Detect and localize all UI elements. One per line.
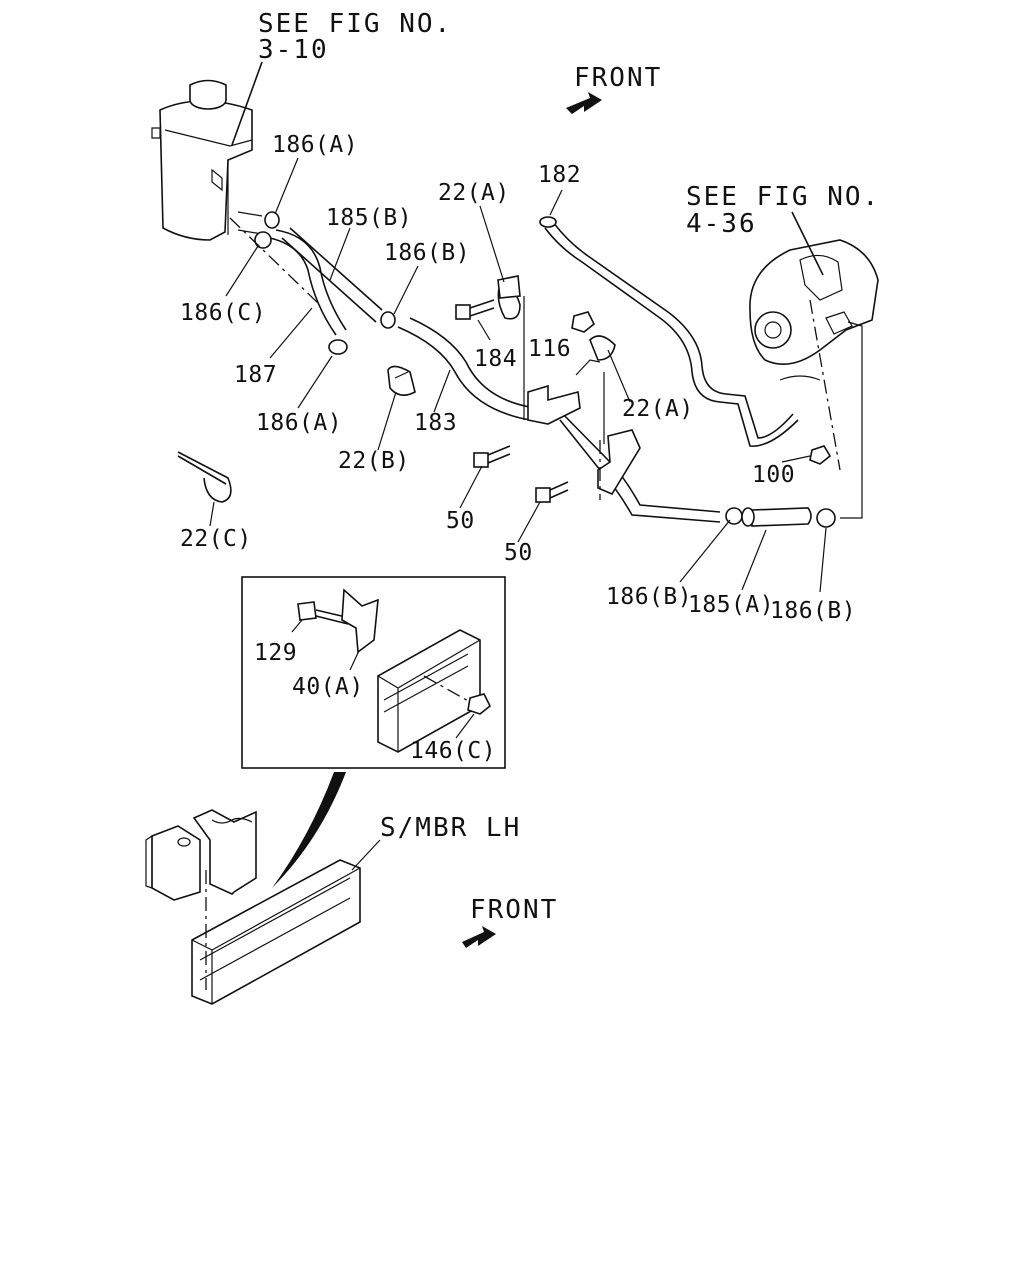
leader-see-fig-a: [231, 61, 263, 146]
label-116: 116: [528, 336, 571, 362]
nut-116: [571, 311, 596, 333]
leader-lines: [209, 157, 863, 739]
leader-smbr: [351, 839, 381, 871]
cable-tie-22c: [177, 451, 232, 503]
leader-see-fig-b: [791, 211, 824, 276]
side-member-lh: [191, 859, 361, 1005]
bolt-50a: [473, 445, 511, 468]
label-146c: 146(C): [410, 738, 496, 764]
clip-22a-top: [497, 275, 521, 320]
label-129: 129: [254, 640, 297, 666]
label-186b-top: 186(B): [384, 240, 470, 266]
reservoir-tank: [151, 79, 263, 241]
center-lines: [229, 217, 841, 500]
frame-bracket-right: [192, 809, 257, 895]
label-smbr-lh: S/MBR LH: [380, 813, 521, 843]
clamp-186c: [254, 231, 272, 249]
steering-pump: [749, 239, 879, 381]
label-186b-left: 186(B): [606, 584, 692, 610]
label-50b: 50: [504, 540, 533, 566]
see-fig-a-line2: 3-10: [258, 35, 329, 65]
front-label-bottom: FRONT: [470, 895, 558, 925]
pipe-lower: [554, 405, 721, 523]
label-22a-mid: 22(A): [622, 396, 694, 422]
label-22c: 22(C): [180, 526, 252, 552]
label-22a-top: 22(A): [438, 180, 510, 206]
label-186a-top: 186(A): [272, 132, 358, 158]
clamp-186a-bottom: [328, 339, 348, 355]
bracket-main: [523, 296, 641, 496]
bolt-50b: [535, 481, 569, 503]
label-22b: 22(B): [338, 448, 410, 474]
label-186c: 186(C): [180, 300, 266, 326]
pipe-182: [539, 216, 799, 447]
label-186b-right: 186(B): [770, 598, 856, 624]
clamp-186b-right: [816, 508, 836, 528]
clip-22b: [387, 365, 416, 396]
front-label-top: FRONT: [574, 63, 662, 93]
clip-22a-mid: [575, 335, 616, 376]
nut-100: [809, 445, 832, 465]
see-fig-b-line2: 4-36: [686, 209, 757, 239]
frame-bracket-left: [145, 825, 201, 901]
hose-183: [397, 317, 556, 421]
front-arrow-top-icon: [566, 92, 602, 114]
label-185a: 185(A): [688, 592, 774, 618]
clamp-186b-left: [725, 507, 755, 527]
label-182: 182: [538, 162, 581, 188]
see-fig-b-line1: SEE FIG NO.: [686, 182, 880, 212]
hose-185a: [751, 507, 812, 527]
bolt-184: [455, 299, 495, 320]
label-100: 100: [752, 462, 795, 488]
inset-pointer-arrow: [272, 772, 346, 888]
see-fig-a-line1: SEE FIG NO.: [258, 9, 452, 39]
label-187: 187: [234, 362, 277, 388]
detail-inset-box: [241, 576, 506, 769]
clamp-186a-top: [264, 211, 280, 229]
label-185b: 185(B): [326, 205, 412, 231]
label-40a: 40(A): [292, 674, 364, 700]
label-183: 183: [414, 410, 457, 436]
front-arrow-bottom-icon: [462, 926, 496, 948]
hose-187: [269, 229, 347, 336]
label-50a: 50: [446, 508, 475, 534]
label-184: 184: [474, 346, 517, 372]
hose-185b: [281, 227, 383, 323]
clamp-186b-top: [380, 311, 396, 329]
label-186a-bottom: 186(A): [256, 410, 342, 436]
